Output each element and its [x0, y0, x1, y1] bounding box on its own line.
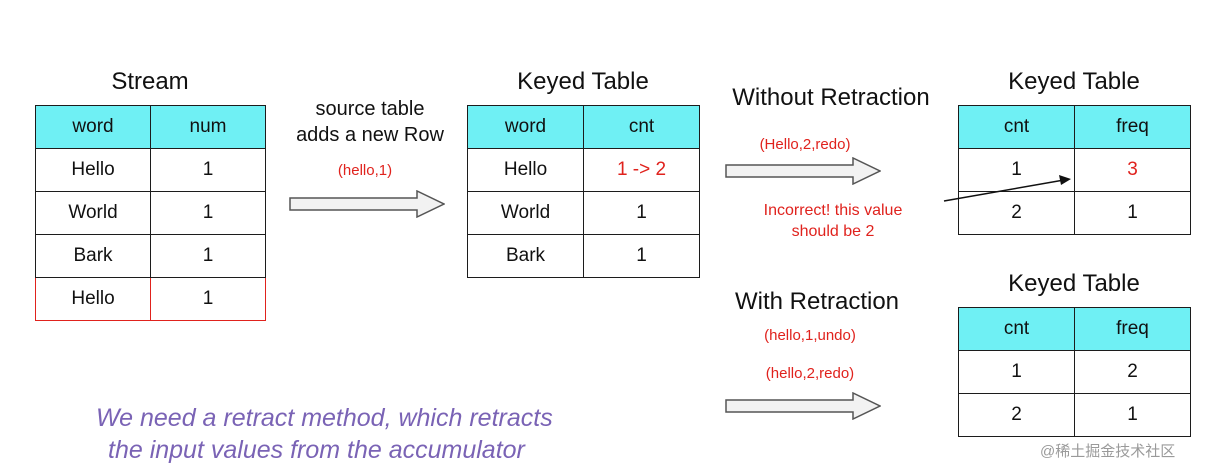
keyed-table-title: Keyed Table: [517, 68, 649, 95]
source-table-label-line2: adds a new Row: [296, 124, 444, 146]
table-cell: 2: [1074, 350, 1191, 394]
column-header-num: num: [150, 105, 266, 149]
table-cell: World: [467, 191, 584, 235]
column-header-freq: freq: [1074, 307, 1191, 351]
column-header-cnt: cnt: [958, 105, 1075, 149]
highlighted-new-row: Hello 1: [35, 277, 266, 321]
table-cell: 1: [583, 234, 700, 278]
incorrect-value-note-line2: should be 2: [791, 223, 875, 240]
table-cell: 1: [583, 191, 700, 235]
incorrect-freq-cell: 3: [1074, 148, 1191, 192]
table-row: Hello 1: [35, 148, 266, 192]
retract-method-note-line1: We need a retract method, which retracts: [96, 404, 553, 432]
column-header-word: word: [35, 105, 151, 149]
column-header-cnt: cnt: [583, 105, 700, 149]
stream-title: Stream: [111, 68, 189, 95]
incorrect-value-note: Incorrect! this value should be 2: [738, 200, 928, 242]
table-cell: Bark: [35, 234, 151, 278]
right-arrow-icon: [725, 157, 881, 185]
table-cell: Hello: [35, 277, 151, 321]
source-table-label-line1: source table: [315, 98, 425, 120]
table-cell: World: [35, 191, 151, 235]
column-header-freq: freq: [1074, 105, 1191, 149]
keyed-table-title: Keyed Table: [1008, 270, 1140, 297]
stream-table: word num Hello 1 World 1 Bark 1 Hello 1: [35, 105, 266, 321]
table-cell: 1: [150, 191, 266, 235]
table-cell: 1: [150, 148, 266, 192]
new-row-event: (hello,1): [337, 162, 393, 179]
table-row: World 1: [35, 191, 266, 235]
updated-count-cell: 1 -> 2: [583, 148, 700, 192]
retract-method-note-line2: the input values from the accumulator: [108, 436, 525, 464]
table-cell: 1: [1074, 191, 1191, 235]
source-table-label: source table adds a new Row: [270, 96, 470, 148]
column-header-cnt: cnt: [958, 307, 1075, 351]
redo-event-label: (Hello,2,redo): [759, 136, 851, 153]
table-cell: 1: [150, 277, 266, 321]
table-row: 1 3: [958, 148, 1191, 192]
table-row: 2 1: [958, 191, 1191, 235]
undo-event-label: (hello,1,undo): [764, 327, 856, 344]
keyed-table-middle: word cnt Hello 1 -> 2 World 1 Bark 1: [467, 105, 700, 278]
table-cell: Bark: [467, 234, 584, 278]
without-retraction-label: Without Retraction: [732, 84, 930, 111]
redo-event-label: (hello,2,redo): [765, 365, 855, 382]
table-row: 1 2: [958, 350, 1191, 394]
table-cell: 1: [150, 234, 266, 278]
keyed-table-without-retraction: cnt freq 1 3 2 1: [958, 105, 1191, 235]
table-cell: 2: [958, 191, 1075, 235]
table-row: Bark 1: [35, 234, 266, 278]
keyed-table-title: Keyed Table: [1008, 68, 1140, 95]
table-row: Hello 1 -> 2: [467, 148, 700, 192]
watermark: @稀土掘金技术社区: [1040, 443, 1176, 460]
table-cell: Hello: [467, 148, 584, 192]
right-arrow-icon: [289, 190, 445, 218]
table-row: World 1: [467, 191, 700, 235]
table-cell: Hello: [35, 148, 151, 192]
table-row: 2 1: [958, 393, 1191, 437]
keyed-table-with-retraction: cnt freq 1 2 2 1: [958, 307, 1191, 437]
table-row: Bark 1: [467, 234, 700, 278]
table-cell: 1: [1074, 393, 1191, 437]
table-cell: 2: [958, 393, 1075, 437]
retract-method-note: We need a retract method, which retracts…: [96, 402, 553, 466]
with-retraction-label: With Retraction: [734, 288, 900, 315]
table-cell: 1: [958, 148, 1075, 192]
incorrect-value-note-line1: Incorrect! this value: [763, 202, 903, 219]
column-header-word: word: [467, 105, 584, 149]
right-arrow-icon: [725, 392, 881, 420]
table-cell: 1: [958, 350, 1075, 394]
